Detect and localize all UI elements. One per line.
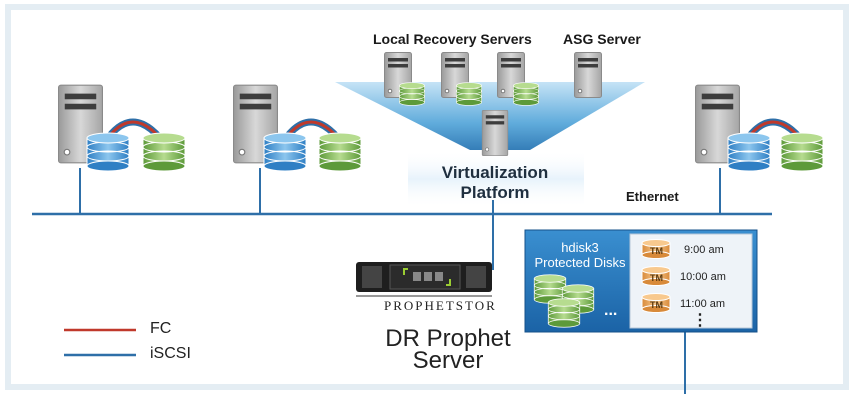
virtualization-line-1: Virtualization <box>441 163 549 182</box>
label-prophetstor-brand: PROPHETSTOR <box>384 298 497 313</box>
label-ethernet: Ethernet <box>626 189 679 204</box>
dr-prophet-line-1: DR Prophet <box>385 325 511 352</box>
label-virtualization-platform: Virtualization Platform <box>420 163 570 203</box>
dr-prophet-line-2: Server <box>412 347 484 374</box>
snapshot-time-1: 9:00 am <box>684 244 724 256</box>
panel-title-line-2: Protected Disks <box>534 255 626 270</box>
panel-ellipsis: ... <box>604 302 618 319</box>
legend-iscsi-label: iSCSI <box>150 345 191 362</box>
host-server-2 <box>233 84 362 172</box>
label-dr-prophet-server: DR Prophet Server <box>370 325 526 374</box>
snapshot-badge-1: TM <box>650 246 663 256</box>
host-server-3 <box>695 84 824 172</box>
legend-fc-label: FC <box>150 320 172 337</box>
label-local-recovery-servers: Local Recovery Servers <box>373 31 532 47</box>
label-asg-server: ASG Server <box>563 31 641 47</box>
label-protected-disks: hdisk3 Protected Disks <box>530 240 630 270</box>
virtualization-glow <box>408 152 584 206</box>
virtualization-server <box>481 110 509 156</box>
virtualization-line-2: Platform <box>460 183 530 202</box>
snapshot-time-3: 11:00 am <box>680 298 726 310</box>
host-server-1 <box>58 84 186 172</box>
protected-disks-panel <box>524 229 758 333</box>
snapshot-badge-3: TM <box>650 300 663 310</box>
snapshot-badge-2: TM <box>650 273 663 283</box>
panel-title-line-1: hdisk3 <box>561 240 599 255</box>
prophetstor-appliance <box>356 262 492 297</box>
asg-server <box>574 52 602 98</box>
snapshot-more-icon: ⋮ <box>692 312 708 329</box>
snapshot-time-2: 10:00 am <box>680 271 726 283</box>
local-recovery-servers-group <box>384 52 539 106</box>
